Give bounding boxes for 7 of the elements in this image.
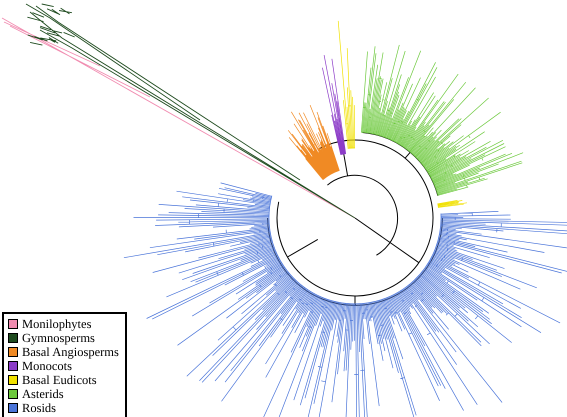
legend-label: Rosids [22, 401, 56, 415]
legend-label: Basal Eudicots [22, 373, 97, 387]
legend-label: Basal Angiosperms [22, 345, 119, 359]
legend-label: Asterids [22, 387, 64, 401]
legend-label: Monocots [22, 359, 72, 373]
legend-label: Gymnosperms [22, 331, 95, 345]
legend-label: Monilophytes [22, 317, 92, 331]
